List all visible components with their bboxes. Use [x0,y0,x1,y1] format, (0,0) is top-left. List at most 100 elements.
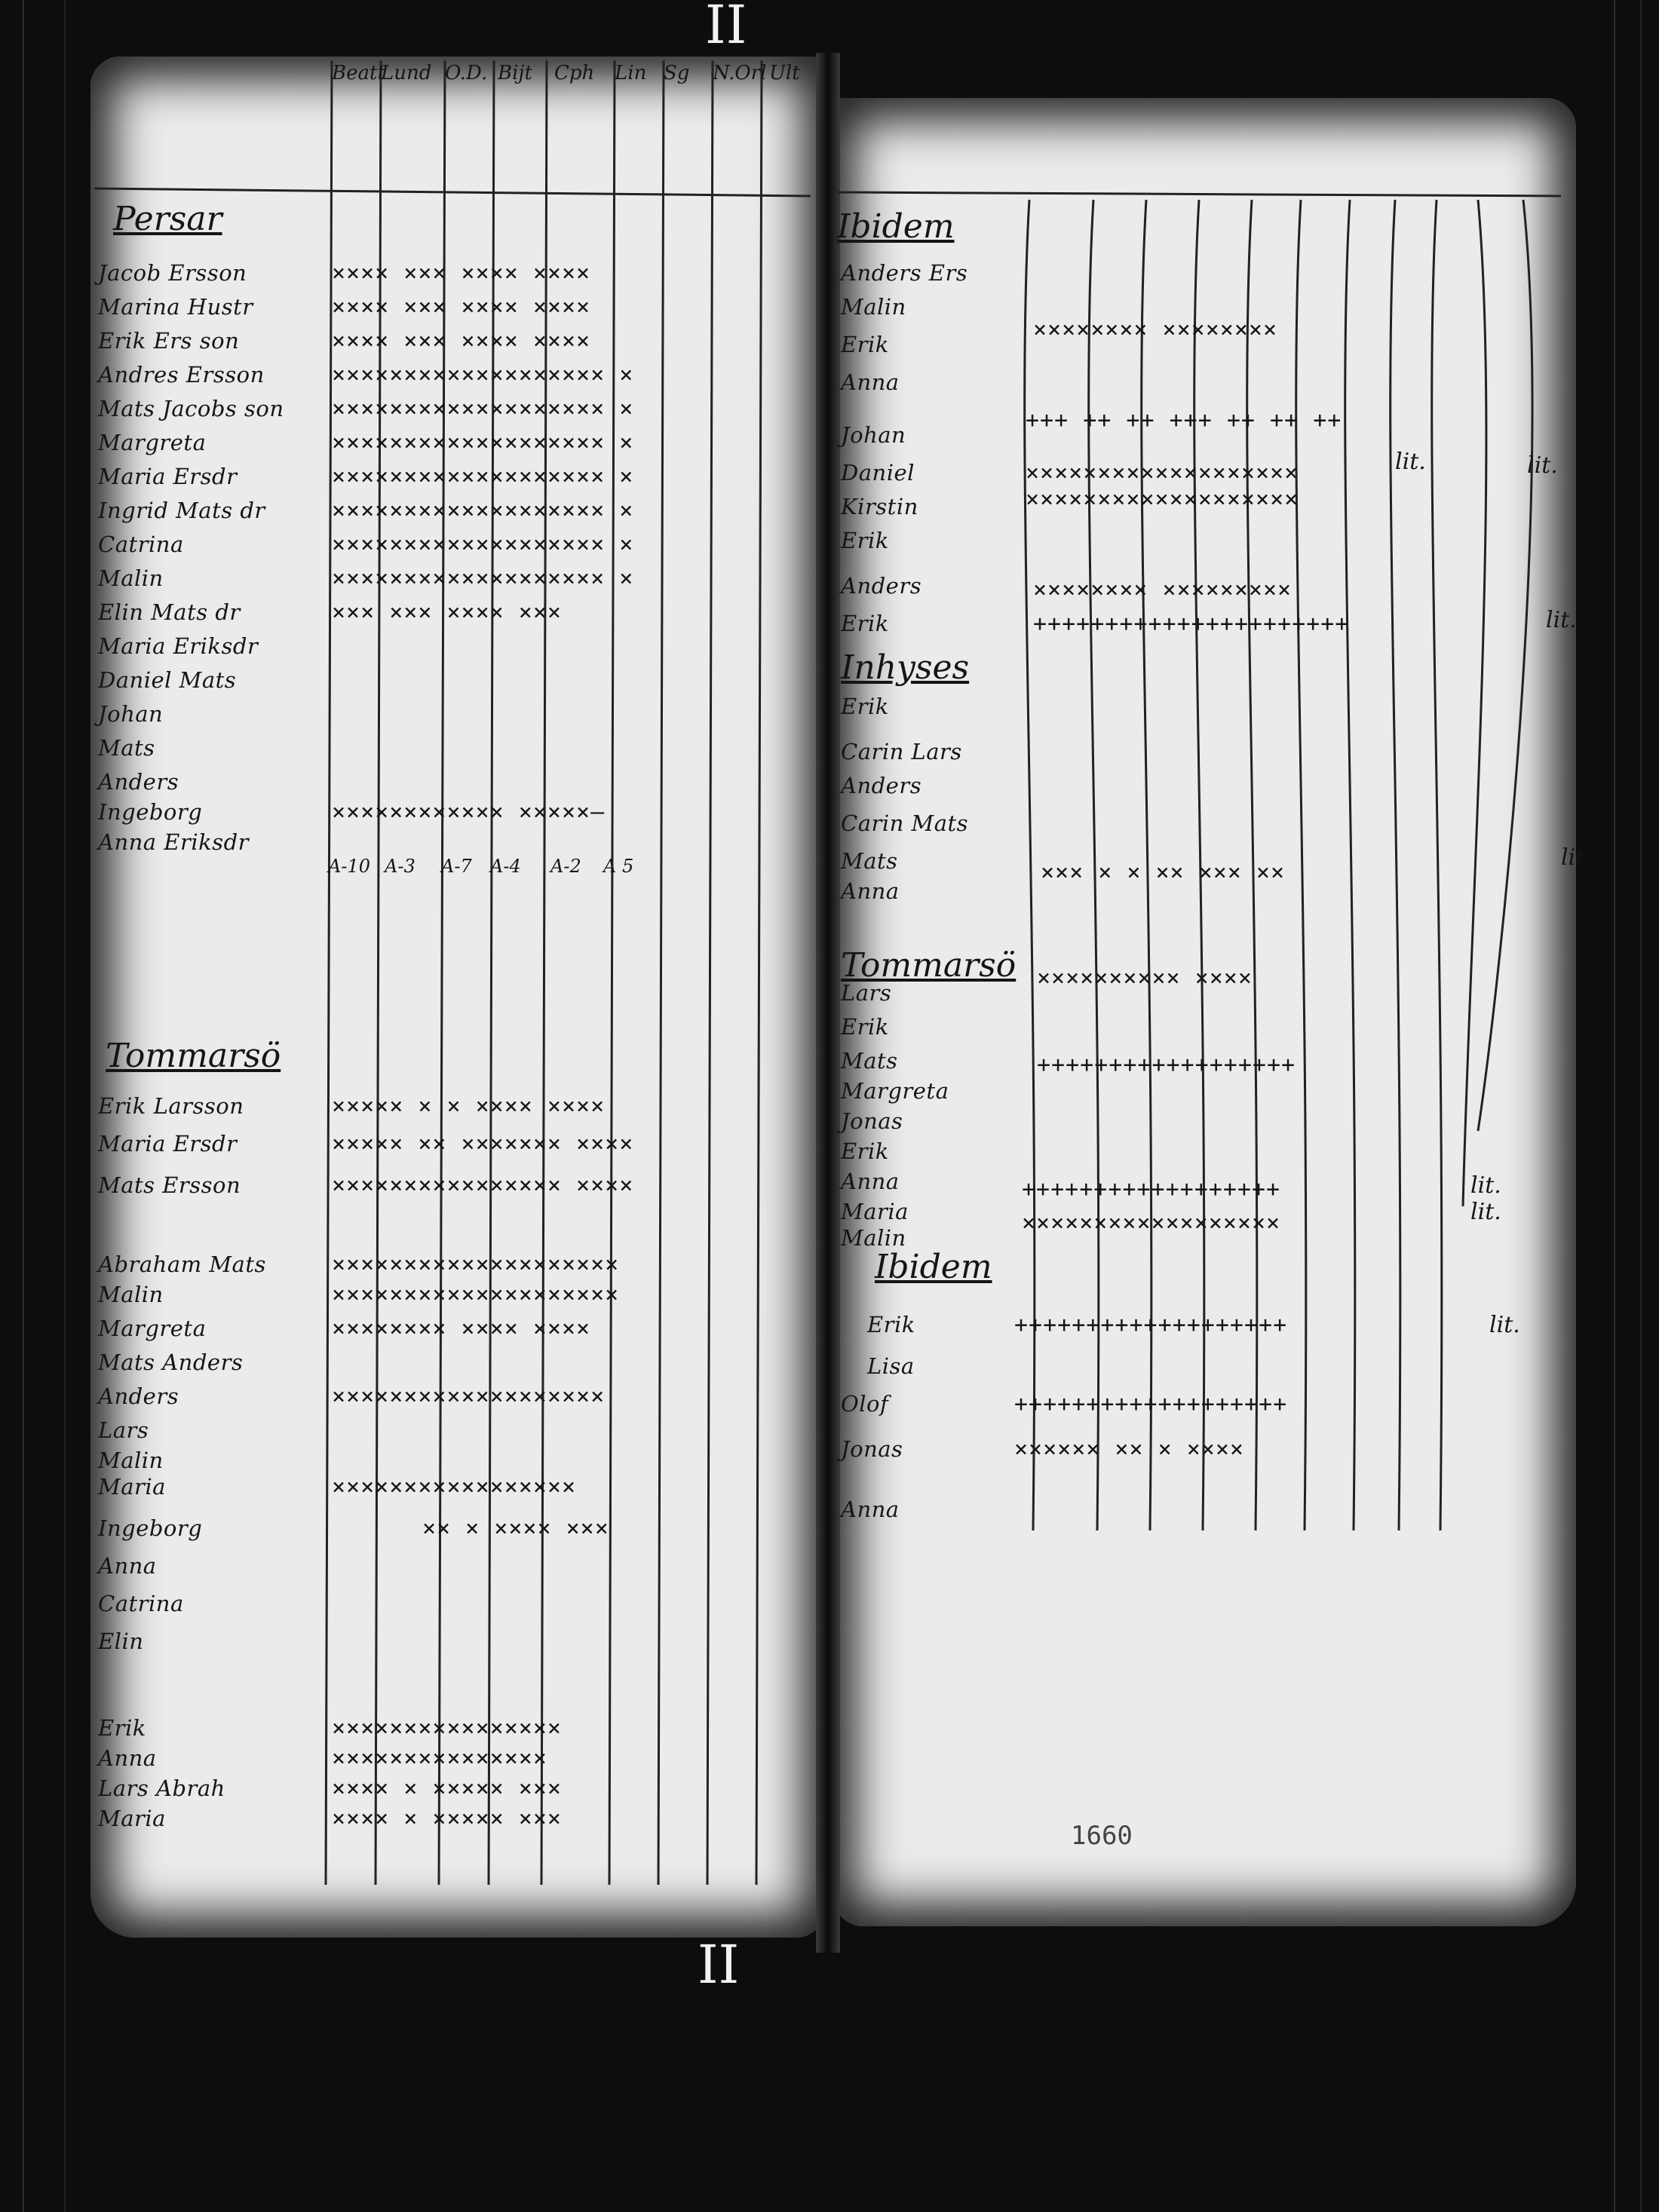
row-name: Maria [98,1474,166,1500]
row-name: Mats Ersson [98,1172,241,1198]
column-header: Lund [381,62,432,84]
remark: lit. [1470,1172,1501,1199]
row-marks: ×××××××××× ×××× [1037,965,1253,991]
ruling-line [608,60,616,1886]
ruling-line [1295,199,1308,1531]
film-scratch [1614,0,1615,2212]
row-name: Anders Ers [841,260,968,286]
ruling-line [540,60,548,1886]
column-header: Cph [554,62,595,84]
ruling-line [1477,199,1534,1132]
row-name: Margreta [98,430,207,455]
remark: lit. [1395,449,1426,475]
section-title: Ibidem [837,207,955,246]
row-name: Johan [98,701,164,727]
row-name: Anna [98,1553,157,1579]
row-name: Erik [841,1138,889,1164]
row-name: Malin [841,1225,906,1251]
row-marks: ××× ××× ×××× ××× [332,599,562,626]
right-page [833,98,1576,1926]
ruling-line [1389,199,1402,1531]
row-name: Erik [841,1014,889,1040]
row-name: Anna [841,1169,900,1194]
row-name: Jonas [841,1108,903,1134]
row-marks: ××××××××××××××××××× × [332,565,634,592]
remark: lit. [1489,1312,1520,1338]
row-name: Malin [98,1282,164,1307]
ruling-line [487,60,495,1886]
remark: lit. [1561,844,1592,871]
row-name: Jacob Ersson [98,260,247,286]
row-name: Maria Ersdr [98,1131,238,1157]
row-name: Anders [841,773,922,798]
ruling-line [324,60,333,1886]
row-marks: ××××××××××××××××××× × [332,532,634,558]
row-marks: ×××× ××× ×××× ×××× [332,294,591,320]
row-name: Maria Ersdr [98,464,238,489]
row-name: Erik [841,528,889,553]
remark: lit. [1470,1199,1501,1225]
subhead: A-7 [441,856,472,877]
ruling-line [437,60,446,1886]
row-name: Daniel [841,460,915,486]
row-marks: ××××××××××××××××××× × [332,498,634,524]
column-header: O.D. [445,62,488,84]
row-name: Anna [841,369,900,395]
subhead: A-3 [385,856,416,877]
subhead: A-10 [328,856,370,877]
row-name: Carin Lars [841,739,962,764]
row-name: Catrina [98,532,184,557]
row-marks: ××××××××××××××××××× [1026,486,1299,513]
row-name: Olof [841,1391,889,1417]
ruling-line [1023,199,1036,1531]
ruling-line [374,60,382,1886]
row-name: Abraham Mats [98,1252,266,1277]
row-name: Erik [98,1715,146,1741]
section-title: Tommarsö [841,946,1017,985]
film-scratch [23,0,24,2212]
row-name: Erik Ers son [98,328,240,354]
top-edge-mark: II [705,0,747,56]
film-scratch [1640,0,1642,2212]
row-name: Anna Eriksdr [98,829,249,855]
row-name: Lars [98,1417,149,1443]
row-name: Catrina [98,1591,184,1616]
ruling-line [1193,199,1206,1531]
row-name: Margreta [841,1078,949,1104]
row-marks: ×××××××××××××××××××× [332,1252,620,1278]
column-header: Lin [615,62,647,84]
row-marks: ×××××××××××××××× ×××× [332,1172,634,1199]
row-name: Anders [98,769,179,795]
row-marks: ×××××××× ×××××××× [1033,317,1278,343]
row-marks: ×××××××××××××××××××× [332,1282,620,1308]
row-name: Maria [98,1806,166,1831]
row-name: Johan [841,422,906,448]
remark: lit. [1527,452,1558,479]
row-name: Kirstin [841,494,918,519]
row-marks: +++++++++++++++++++ [1014,1312,1288,1338]
row-marks: ××××× × × ×××× ×××× [332,1093,606,1120]
row-marks: ××××××××××××××××××× × [332,430,634,456]
row-name: Jonas [841,1436,903,1462]
row-marks: ××× × × ×× ××× ×× [1041,859,1286,886]
row-name: Mats [841,848,898,874]
ruling-line [1344,199,1357,1531]
row-name: Malin [98,1448,164,1473]
row-name: Ingeborg [98,799,203,825]
left-page [90,57,826,1938]
row-name: Anna [841,1497,900,1522]
ruling-line [94,187,811,198]
column-header: Bijt [498,62,532,84]
row-name: Marina Hustr [98,294,253,320]
row-marks: ××××××××××××××××× [332,1474,577,1500]
row-name: Elin Mats dr [98,599,241,625]
row-marks: ++++++++++++++++++ [1022,1176,1281,1203]
row-name: Carin Mats [841,810,969,836]
row-marks: ×××××××× ×××× ×××× [332,1316,591,1342]
row-marks: ××××××××××××××××××× × [332,396,634,422]
row-marks: ×××××× ×× × ×××× [1014,1436,1244,1463]
ruling-line [1087,199,1100,1531]
section-title: Persar [113,200,222,238]
